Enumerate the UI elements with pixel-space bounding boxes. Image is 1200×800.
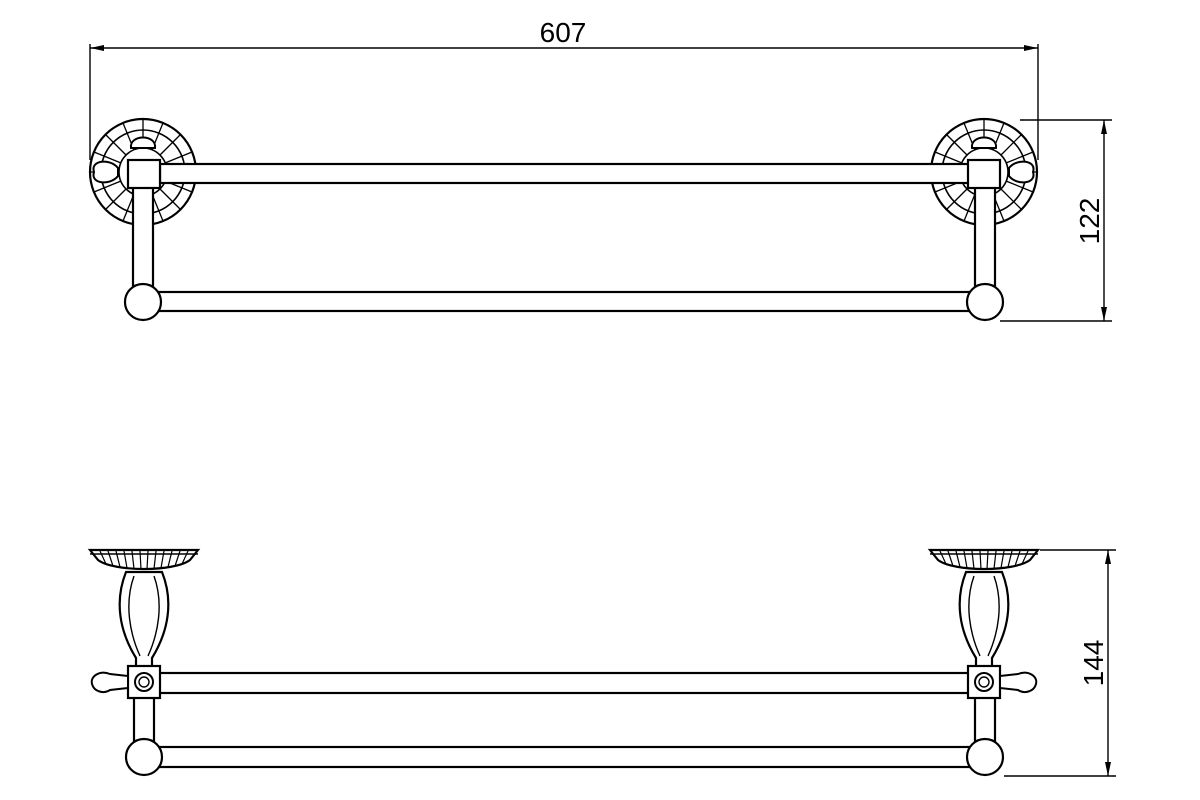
- right-post: [973, 170, 997, 299]
- left-mount-neck: [118, 570, 170, 670]
- depth-dimension: 144: [1004, 549, 1116, 777]
- side-upper-rail: [156, 671, 972, 695]
- depth-dimension-label: 144: [1078, 640, 1109, 687]
- height-dimension: 122: [1000, 119, 1112, 322]
- left-post: [131, 170, 155, 299]
- lower-rail: [153, 290, 975, 313]
- left-end-cap: [123, 282, 163, 322]
- left-mount-cup: [88, 548, 200, 571]
- width-dimension: 607: [89, 17, 1039, 160]
- right-end-cap: [965, 282, 1005, 322]
- height-dimension-label: 122: [1074, 198, 1105, 245]
- right-mount-cup: [928, 548, 1040, 571]
- side-left-end-cap: [124, 737, 164, 777]
- side-lower-rail: [154, 745, 974, 769]
- right-mount-neck: [958, 570, 1010, 670]
- side-right-end-cap: [965, 737, 1005, 777]
- upper-rail: [158, 162, 972, 185]
- side-view: 144: [88, 548, 1116, 777]
- front-view: 607 122: [88, 17, 1112, 322]
- width-dimension-label: 607: [540, 17, 587, 48]
